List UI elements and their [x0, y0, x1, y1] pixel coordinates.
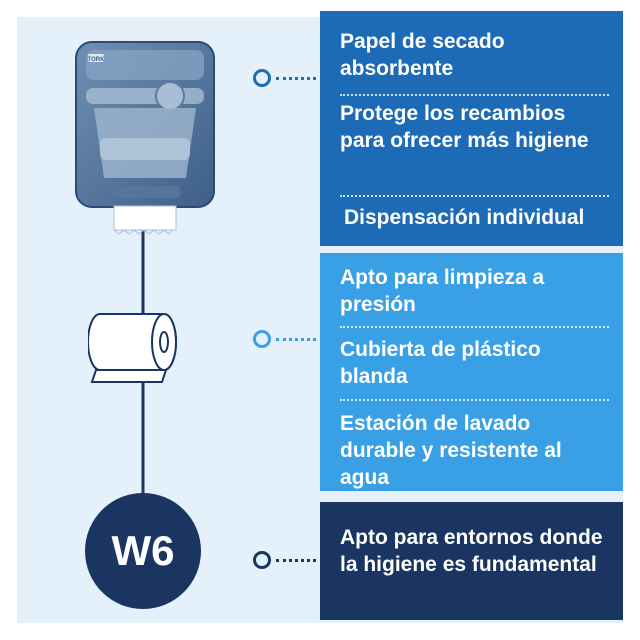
connector-line: [276, 338, 316, 341]
feature-item: Apto para limpieza a presión: [340, 266, 545, 316]
connector-dot: [253, 551, 271, 569]
dispenser-icon: TORK: [75, 41, 215, 235]
feature-item: Estación de lavado durable y resistente …: [340, 412, 562, 489]
feature-box-station: Apto para limpieza a presión Cubierta de…: [320, 253, 623, 491]
feature-item: Apto para entornos donde la higiene es f…: [340, 526, 603, 576]
feature-item: Papel de secado absorbente: [340, 30, 505, 80]
connector-dot: [253, 69, 271, 87]
feature-box-dispenser: Papel de secado absorbente Protege los r…: [320, 11, 623, 246]
badge-label: W6: [111, 527, 175, 574]
w6-badge: W6: [85, 493, 201, 609]
feature-box-environment: Apto para entornos donde la higiene es f…: [320, 502, 623, 620]
separator: [340, 399, 609, 401]
feature-item: Protege los recambios para ofrecer más h…: [340, 102, 589, 152]
connector-line: [276, 559, 316, 562]
connector-line: [276, 77, 316, 80]
feature-item: Dispensación individual: [344, 206, 585, 229]
paper-roll-icon: [88, 313, 177, 383]
connector-dot: [253, 330, 271, 348]
separator: [340, 195, 609, 197]
feature-item: Cubierta de plástico blanda: [340, 338, 541, 388]
separator: [340, 94, 609, 96]
dispenser-brand-label: TORK: [88, 57, 106, 63]
separator: [340, 326, 609, 328]
